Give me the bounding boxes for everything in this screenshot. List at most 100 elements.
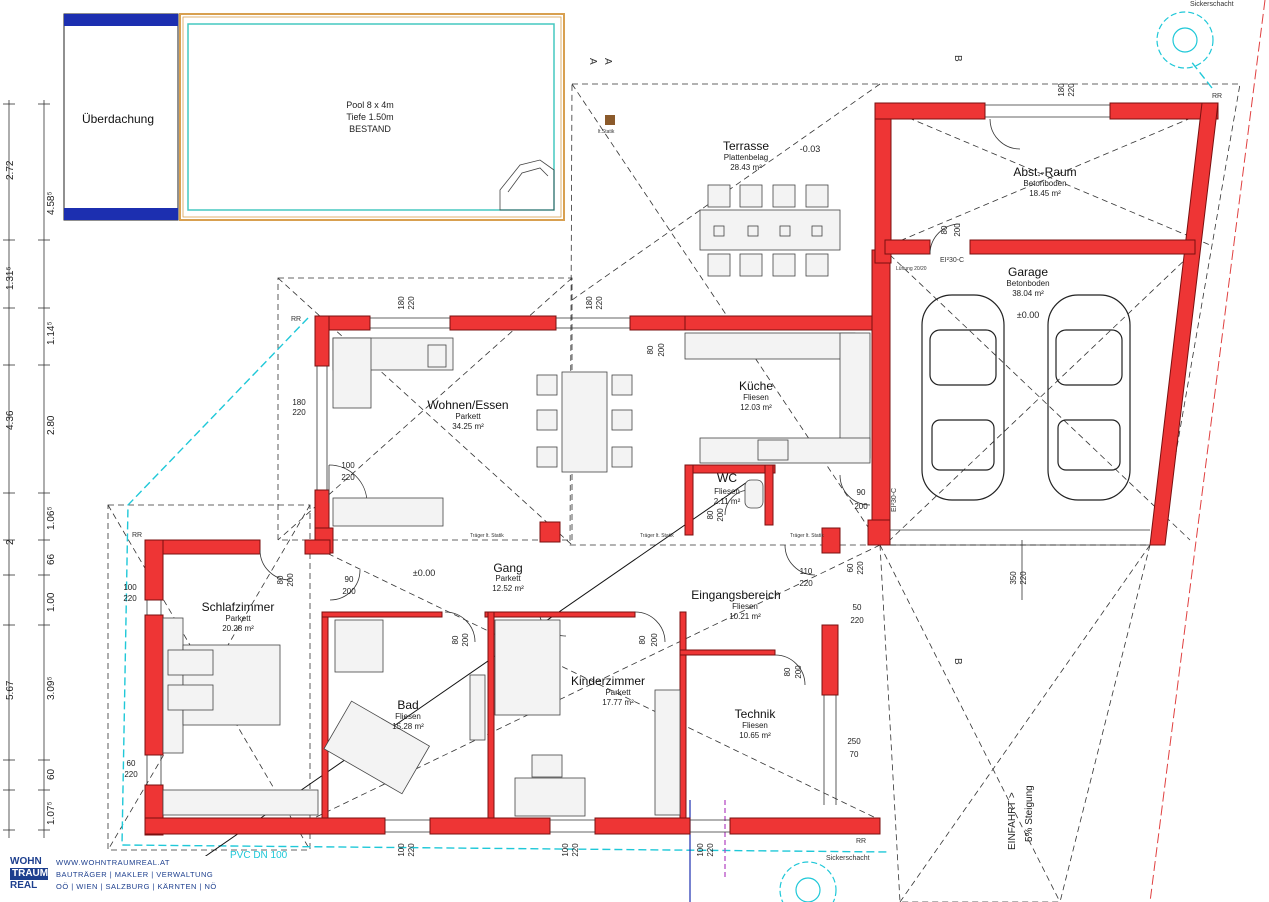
opening-height: 220: [850, 616, 864, 625]
company-regions: OÖ | WIEN | SALZBURG | KÄRNTEN | NÖ: [56, 882, 217, 891]
company-services: BAUTRÄGER | MAKLER | VERWALTUNG: [56, 870, 214, 879]
section-b-top: B: [952, 55, 963, 62]
rr-bottom-label: RR: [856, 838, 866, 845]
ventilation-label: Lüftung 20/20: [896, 266, 927, 272]
opening-width: 100: [696, 843, 705, 857]
room-area-bad: 15.28 m²: [392, 722, 424, 731]
beam-label-1: Träger lt. Statik: [470, 533, 504, 539]
room-floor-terrasse: Plattenbelag: [724, 153, 768, 162]
opening-width: 110: [800, 567, 813, 576]
room-floor-kinder: Parkett: [605, 688, 631, 697]
room-area-kinder: 17.77 m²: [602, 698, 634, 707]
room-name-wc: WC: [717, 471, 737, 485]
opening-height: 220: [571, 843, 580, 857]
opening-width: 100: [123, 583, 137, 592]
left-dimension-chain: 2.72 4.58⁵ 1.31⁵ 1.14⁵ 4.36 2.80 1.06⁵ 2…: [3, 100, 57, 838]
level-garage: ±0.00: [1017, 310, 1039, 320]
room-name-eingang: Eingangsbereich: [691, 588, 780, 602]
room-name-garage: Garage: [1008, 265, 1048, 279]
room-labels: Terrasse Plattenbelag 28.43 m² -0.03 Abs…: [202, 139, 1077, 740]
opening-height: 200: [342, 587, 356, 596]
company-logo-block: WOHN TRAUM REAL WWW.WOHNTRAUMREAL.AT BAU…: [8, 856, 223, 896]
opening-width: 90: [345, 575, 354, 584]
opening-width: 100: [341, 461, 355, 470]
side-dim-2: 4.58⁵: [46, 191, 57, 215]
opening-width: 180: [292, 398, 306, 407]
room-area-schlaf: 20.28 m²: [222, 624, 254, 633]
room-area-garage: 38.04 m²: [1012, 289, 1044, 298]
opening-height: 220: [407, 296, 416, 310]
room-area-gang: 12.52 m²: [492, 584, 524, 593]
fire-door-label-2: EI²30-C: [940, 257, 964, 264]
pool-area: Überdachung Pool 8 x 4m Tiefe 1.50m BEST…: [63, 13, 565, 221]
logo-line-1: WOHN: [10, 856, 42, 867]
opening-width: 180: [397, 296, 406, 310]
opening-height: 200: [650, 633, 659, 647]
room-name-kinder: Kinderzimmer: [571, 674, 645, 688]
level-terrace: -0.03: [800, 144, 821, 154]
company-info: WWW.WOHNTRAUMREAL.AT BAUTRÄGER | MAKLER …: [56, 857, 217, 893]
opening-height: 220: [407, 843, 416, 857]
opening-height: 220: [706, 843, 715, 857]
opening-width: 250: [847, 737, 861, 746]
room-name-technik: Technik: [735, 707, 777, 721]
rr-left-label: RR: [291, 316, 301, 323]
opening-width: 80: [646, 345, 655, 354]
opening-width: 180: [585, 296, 594, 310]
doors: [259, 118, 1021, 686]
opening-height: 220: [595, 296, 604, 310]
room-area-technik: 10.65 m²: [739, 731, 771, 740]
opening-width: 50: [853, 603, 862, 612]
opening-height: 220: [799, 579, 813, 588]
side-dim-1: 2.72: [5, 160, 16, 180]
room-area-eingang: 10.21 m²: [729, 612, 761, 621]
room-floor-wohnen: Parkett: [455, 412, 481, 421]
garage-cars: [921, 294, 1131, 501]
opening-width: 60: [846, 563, 855, 572]
opening-height: 200: [461, 633, 470, 647]
opening-height: 200: [716, 508, 725, 522]
opening-width: 180: [1057, 83, 1066, 97]
windows: [146, 104, 1150, 833]
sickerschacht-top-label: Sickerschacht: [1190, 1, 1234, 8]
pool-status: BESTAND: [349, 124, 391, 134]
opening-height: 220: [341, 473, 355, 482]
side-dim-8: 2: [5, 539, 16, 545]
canopy-label: Überdachung: [82, 112, 154, 126]
side-dim-11: 5.67: [5, 680, 16, 700]
room-floor-bad: Fliesen: [395, 712, 421, 721]
opening-width: 80: [783, 667, 792, 676]
opening-width: 100: [397, 843, 406, 857]
room-floor-kueche: Fliesen: [743, 393, 769, 402]
opening-height: 220: [1019, 571, 1028, 585]
opening-width: 80: [706, 510, 715, 519]
drain-pipes: [121, 0, 1266, 902]
opening-height: 220: [1067, 83, 1076, 97]
room-name-wohnen: Wohnen/Essen: [427, 398, 508, 412]
fire-door-label-1: EI²30-C: [891, 488, 898, 512]
room-floor-garage: Betonboden: [1006, 279, 1049, 288]
side-dim-7: 1.06⁵: [46, 506, 57, 530]
room-area-abst: 18.45 m²: [1029, 189, 1061, 198]
opening-width: 90: [857, 488, 866, 497]
opening-height: 200: [657, 343, 666, 357]
side-dim-13: 60: [46, 768, 57, 780]
side-dim-10: 1.00: [46, 592, 57, 612]
interior-furniture: [162, 332, 871, 817]
side-dim-9: 66: [46, 553, 57, 565]
pool-depth: Tiefe 1.50m: [346, 112, 393, 122]
opening-width: 80: [451, 635, 460, 644]
opening-height: 220: [292, 408, 306, 417]
opening-height: 200: [953, 223, 962, 237]
driveway-label: EINFAHRT >: [1007, 792, 1018, 850]
logo-line-2: TRAUM: [10, 868, 49, 880]
room-floor-wc: Fliesen: [714, 487, 740, 496]
side-dim-14: 1.07⁵: [46, 801, 57, 825]
room-floor-gang: Parkett: [495, 574, 521, 583]
opening-dimensions: 180 220 180 220 180 220 180 220 100 220 …: [123, 83, 1076, 857]
room-name-bad: Bad: [397, 698, 418, 712]
company-url[interactable]: WWW.WOHNTRAUMREAL.AT: [56, 858, 171, 867]
opening-width: 60: [127, 759, 136, 768]
side-dim-12: 3.09⁵: [46, 676, 57, 700]
